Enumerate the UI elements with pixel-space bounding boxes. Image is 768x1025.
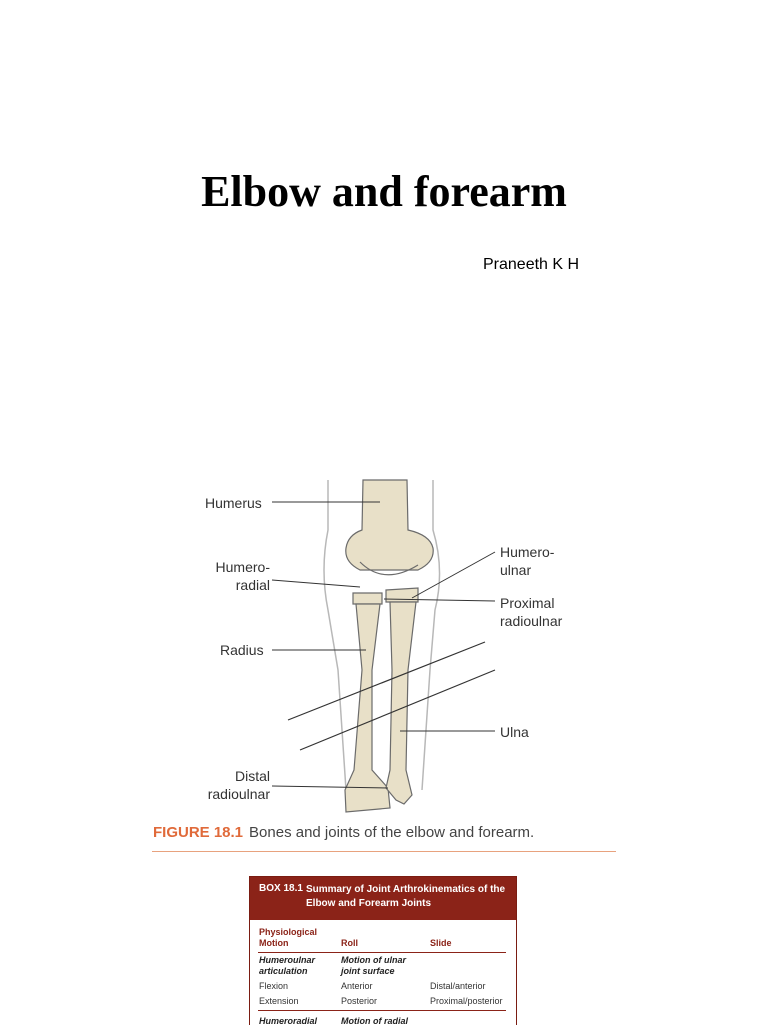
row-roll: Posterior bbox=[341, 996, 378, 1006]
radius-shaft bbox=[344, 603, 391, 813]
col-header-slide: Slide bbox=[430, 938, 452, 948]
leader-proximal-radioulnar bbox=[383, 598, 496, 602]
row-slide: Proximal/posterior bbox=[430, 996, 503, 1006]
ulna-head bbox=[385, 587, 419, 603]
leader-humeroulnar bbox=[411, 551, 496, 599]
section-divider bbox=[258, 1010, 506, 1011]
section-articulation: Humeroulnar articulation bbox=[259, 955, 316, 976]
elbow-forearm-illustration bbox=[271, 479, 496, 813]
figure-caption: FIGURE 18.1 Bones and joints of the elbow… bbox=[153, 824, 534, 841]
leader-distal-radioulnar bbox=[271, 785, 389, 789]
arm-outline-left bbox=[323, 480, 347, 791]
label-humeroulnar: Humero- ulnar bbox=[500, 544, 555, 578]
header-divider bbox=[258, 952, 506, 953]
humeroulnar-surface bbox=[359, 561, 419, 576]
box-title: Summary of Joint Arthrokinematics of the… bbox=[306, 884, 506, 909]
label-radius: Radius bbox=[220, 642, 264, 658]
figure-number: FIGURE 18.1 bbox=[153, 824, 244, 841]
col-header-motion: Physiological Motion bbox=[259, 927, 318, 948]
forearm-band-lower bbox=[299, 669, 496, 751]
arthrokinematics-box: BOX 18.1 Summary of Joint Arthrokinemati… bbox=[249, 876, 517, 1025]
row-slide: Distal/anterior bbox=[430, 981, 486, 991]
section-roll-head: Motion of ulnar joint surface bbox=[341, 955, 406, 976]
author-name: Praneeth K H bbox=[483, 256, 580, 273]
box-header: BOX 18.1 Summary of Joint Arthrokinemati… bbox=[250, 877, 516, 920]
ulna-shaft bbox=[385, 601, 417, 805]
col-header-roll: Roll bbox=[341, 938, 358, 948]
caption-divider bbox=[152, 851, 616, 852]
box-id: BOX 18.1 bbox=[259, 883, 303, 894]
section-roll-head: Motion of radial bbox=[341, 1016, 408, 1025]
label-ulna: Ulna bbox=[500, 724, 529, 740]
section-articulation: Humeroradial bbox=[259, 1016, 318, 1025]
row-motion: Extension bbox=[259, 996, 299, 1006]
label-humerus: Humerus bbox=[205, 495, 262, 511]
label-distal-radioulnar: Distal radioulnar bbox=[207, 768, 270, 802]
forearm-band-upper bbox=[287, 641, 486, 721]
figure-caption-text: Bones and joints of the elbow and forear… bbox=[249, 824, 535, 841]
radius-head bbox=[352, 592, 383, 605]
leader-humeroradial bbox=[271, 579, 361, 588]
row-motion: Flexion bbox=[259, 981, 289, 991]
label-humeroradial: Humero- radial bbox=[215, 559, 270, 593]
arm-outline-right bbox=[421, 480, 441, 791]
page-title: Elbow and forearm bbox=[201, 167, 567, 216]
label-proximal-radioulnar: Proximal radioulnar bbox=[500, 595, 563, 629]
humerus-bone bbox=[345, 479, 434, 571]
row-roll: Anterior bbox=[341, 981, 373, 991]
